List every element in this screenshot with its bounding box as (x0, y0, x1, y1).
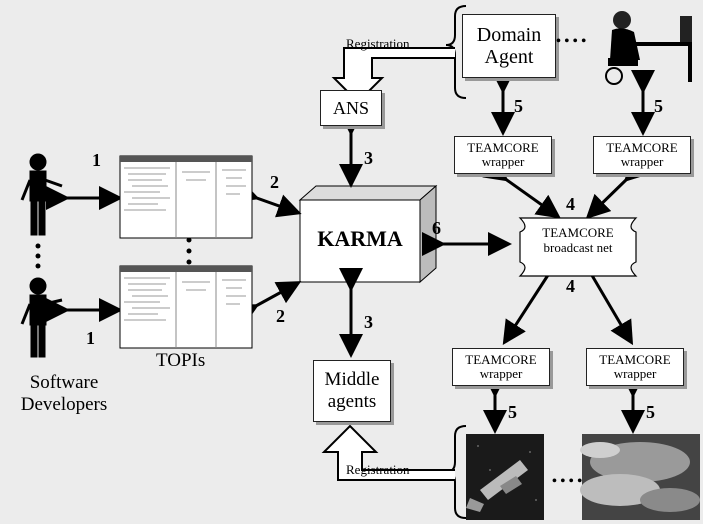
brace-top (445, 5, 467, 99)
topi-window-top (119, 155, 253, 239)
edge-number-6: 6 (432, 218, 441, 238)
arrow-wrapper-net-left (482, 157, 561, 219)
topis-label: TOPIs (156, 350, 206, 371)
edge-number-5-top-right: 5 (654, 96, 663, 116)
teamcore-net-shape (518, 217, 638, 277)
edge-number-4-top: 4 (566, 194, 575, 214)
topi-window-bottom (119, 265, 253, 349)
developers-label: Software Developers (20, 372, 108, 415)
ans-box: ANS (320, 90, 382, 126)
edge-number-5-bottom-left: 5 (508, 402, 517, 422)
developer-ellipsis (35, 243, 41, 269)
edge-number-1-bottom: 1 (86, 328, 95, 348)
teamcore-wrapper-bottom-left: TEAMCORE wrapper (452, 348, 550, 386)
middle-agents-box: Middle agents (313, 360, 391, 422)
edge-number-5-bottom-right: 5 (646, 402, 655, 422)
arrow-topi-karma-bottom (232, 281, 302, 327)
karma-label: KARMA (317, 226, 403, 251)
teamcore-wrapper-top-right: TEAMCORE wrapper (593, 136, 691, 174)
edge-number-3-bottom: 3 (364, 312, 373, 332)
arrow-wrapper-net-right (585, 156, 650, 220)
arrow-topi-karma-top (233, 179, 302, 218)
teamcore-net-label: TEAMCORE broadcast net (542, 225, 614, 255)
karma-box-shape (298, 184, 438, 284)
developer-silhouette-bottom (20, 277, 63, 358)
ellipsis-top: • • • • (556, 34, 587, 49)
ellipsis-bottom: • • • • (552, 474, 583, 489)
registration-label-bottom: Registration (346, 462, 410, 477)
edge-number-2-bottom: 2 (276, 306, 285, 326)
edge-number-5-top-left: 5 (514, 96, 523, 116)
arrow-net-wrapper-bottom-right (570, 250, 634, 346)
earth-weather-image (580, 434, 700, 520)
teamcore-wrapper-bottom-right: TEAMCORE wrapper (586, 348, 684, 386)
ans-label: ANS (332, 97, 369, 118)
edge-number-2-top: 2 (270, 172, 279, 192)
domain-agent-box: Domain Agent (462, 14, 556, 78)
human-user-illustration (605, 11, 692, 85)
edge-number-4-bottom: 4 (566, 276, 575, 296)
satellite-image (466, 434, 544, 520)
registration-arrow-bottom (321, 424, 455, 481)
edge-number-1-top: 1 (92, 150, 101, 170)
domain-agent-label: Domain Agent (476, 24, 542, 68)
arrow-net-wrapper-bottom-left (502, 250, 570, 346)
developer-silhouette-top (20, 153, 63, 236)
teamcore-wrapper-top-left: TEAMCORE wrapper (454, 136, 552, 174)
registration-label-top: Registration (346, 36, 410, 51)
topi-ellipsis (186, 237, 192, 265)
edge-number-3-top: 3 (364, 148, 373, 168)
